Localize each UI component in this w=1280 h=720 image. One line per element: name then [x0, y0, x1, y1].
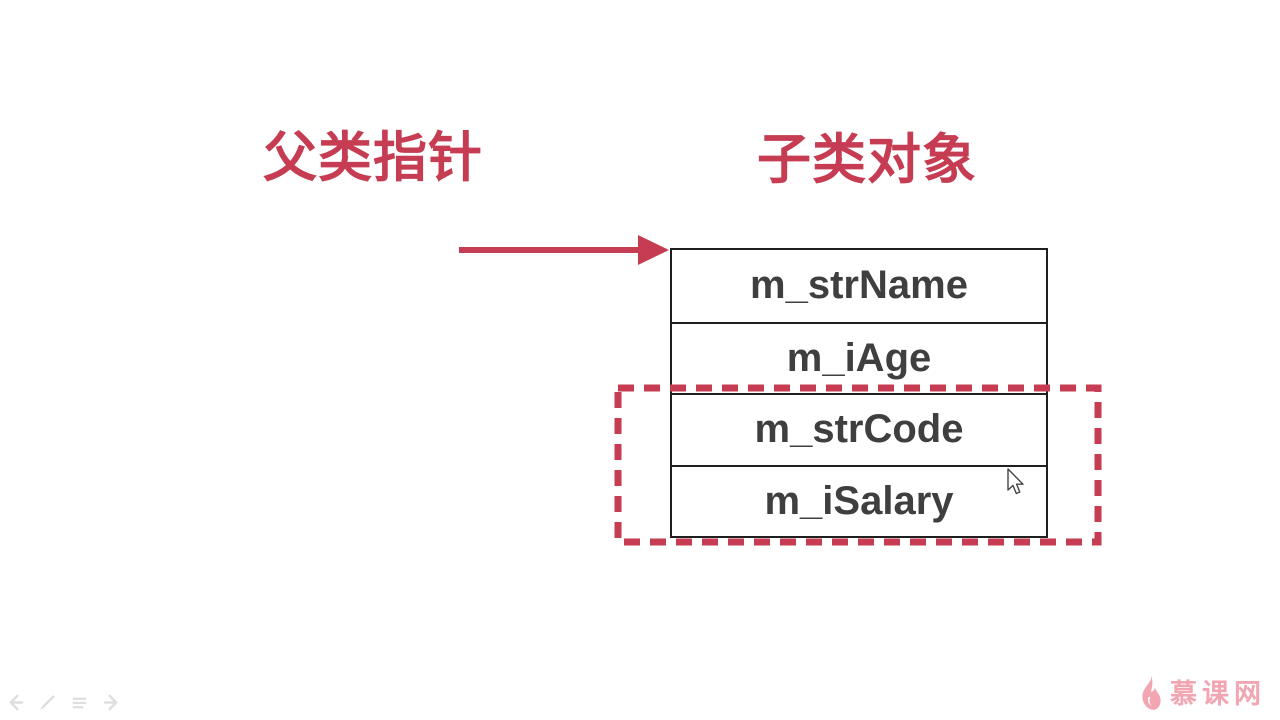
presenter-toolbar	[6, 693, 121, 712]
member-label: m_strCode	[754, 407, 964, 452]
child-object-label: 子类对象	[757, 130, 977, 190]
pointer-arrow	[459, 235, 669, 265]
object-memory-table: m_strName m_iAge m_strCode m_iSalary	[670, 248, 1048, 538]
forward-arrow-icon[interactable]	[102, 693, 121, 712]
imooc-logo: 慕课网	[1139, 676, 1266, 712]
member-row: m_strCode	[672, 393, 1046, 465]
mouse-cursor	[1007, 468, 1024, 495]
flame-icon	[1142, 676, 1161, 710]
brand-name: 慕课网	[1170, 678, 1266, 709]
slide-menu-icon[interactable]	[70, 693, 89, 712]
back-arrow-icon[interactable]	[6, 693, 25, 712]
pen-icon[interactable]	[38, 693, 57, 712]
member-row: m_iAge	[672, 321, 1046, 394]
member-label: m_iSalary	[764, 478, 954, 523]
parent-pointer-label: 父类指针	[263, 128, 483, 188]
member-label: m_strName	[750, 263, 968, 308]
member-row: m_strName	[672, 250, 1046, 322]
member-label: m_iAge	[786, 335, 932, 380]
member-row: m_iSalary	[672, 464, 1046, 537]
